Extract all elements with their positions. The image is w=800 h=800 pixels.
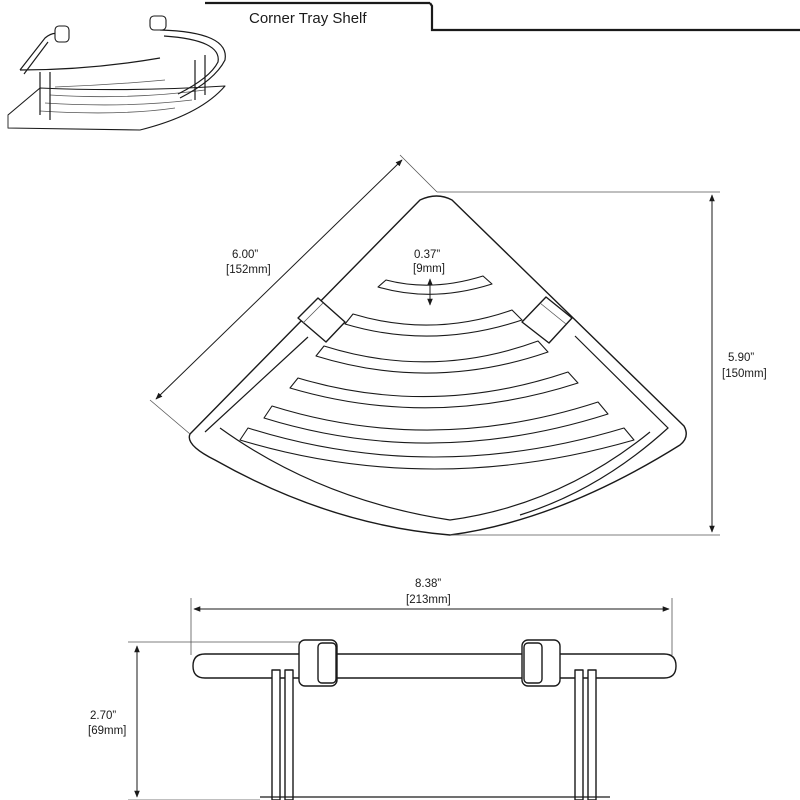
depth-imperial: 5.90”: [728, 352, 754, 364]
slot-5: [263, 401, 609, 444]
height-imperial: 2.70”: [90, 710, 116, 722]
title-block: Corner Tray Shelf: [205, 1, 800, 32]
right-mount-front: [521, 639, 561, 687]
width-metric: [213mm]: [406, 594, 451, 606]
right-leg-outer: [587, 669, 597, 800]
width-imperial: 8.38”: [415, 578, 441, 590]
left-mount-front: [298, 639, 338, 687]
slot-6: [239, 427, 635, 470]
right-wall-mount: [521, 296, 573, 344]
side-length-metric: [152mm]: [226, 264, 271, 276]
slot-gap-imperial: 0.37”: [414, 249, 440, 261]
left-leg-inner: [284, 669, 294, 800]
slot-1: [377, 275, 493, 295]
plan-view: 0.37” [9mm] 6.00” [152mm] 5.90” [150mm]: [149, 154, 767, 536]
left-leg-outer: [271, 669, 281, 800]
depth-metric: [150mm]: [722, 368, 767, 380]
drawing-title: Corner Tray Shelf: [249, 10, 367, 27]
side-length-imperial: 6.00”: [232, 249, 258, 261]
front-rail: [192, 653, 677, 679]
right-leg-inner: [574, 669, 584, 800]
isometric-view: [7, 15, 226, 131]
height-metric: [69mm]: [88, 725, 126, 737]
slot-gap-metric: [9mm]: [413, 263, 445, 275]
front-view: 8.38” [213mm] 2.70” [69mm]: [88, 578, 677, 800]
